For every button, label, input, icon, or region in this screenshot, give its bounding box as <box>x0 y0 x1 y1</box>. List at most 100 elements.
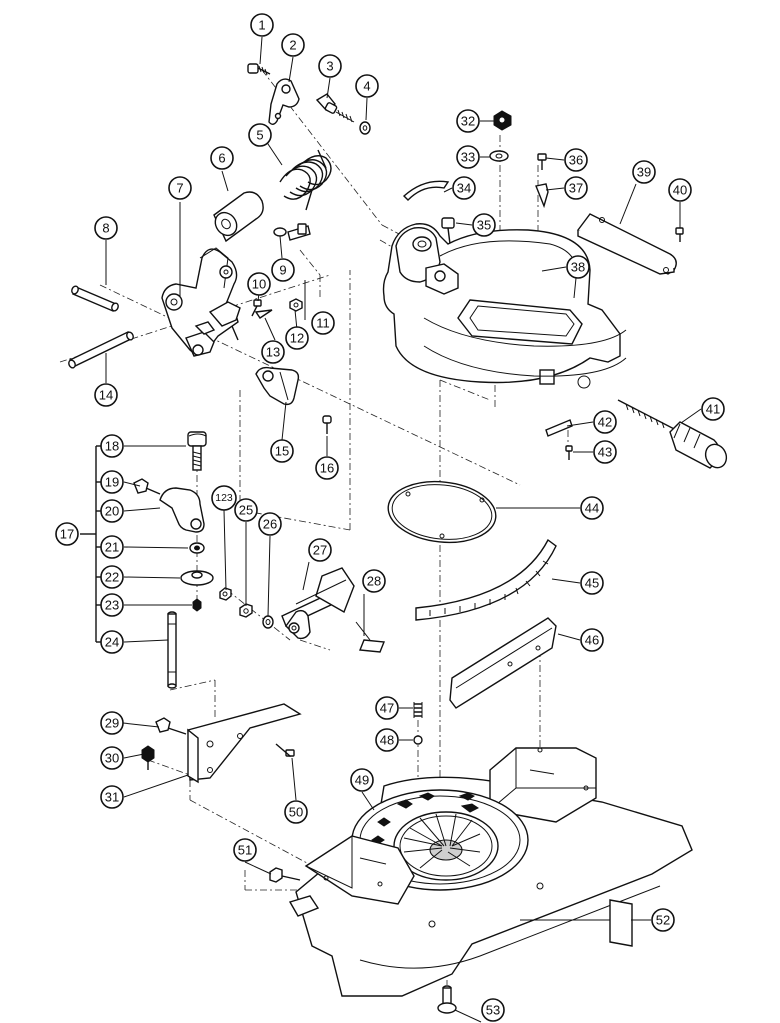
callout-48[interactable]: 48 <box>375 728 399 752</box>
callout-50[interactable]: 50 <box>284 800 308 824</box>
callout-29[interactable]: 29 <box>100 711 124 735</box>
callout-30[interactable]: 30 <box>100 746 124 770</box>
svg-text:17: 17 <box>60 527 74 542</box>
svg-text:26: 26 <box>263 517 277 532</box>
svg-text:38: 38 <box>571 260 585 275</box>
svg-text:15: 15 <box>275 444 289 459</box>
callout-44[interactable]: 44 <box>580 496 604 520</box>
svg-text:41: 41 <box>706 402 720 417</box>
callout-22[interactable]: 22 <box>100 565 124 589</box>
callout-42[interactable]: 42 <box>593 410 617 434</box>
spring-plate-34 <box>402 180 450 201</box>
svg-text:39: 39 <box>637 165 651 180</box>
callout-41[interactable]: 41 <box>701 397 725 421</box>
callout-17[interactable]: 17 <box>55 522 79 546</box>
washer-21 <box>189 542 205 554</box>
callout-52[interactable]: 52 <box>651 908 675 932</box>
callout-19[interactable]: 19 <box>100 470 124 494</box>
callout-37[interactable]: 37 <box>564 176 588 200</box>
callout-5[interactable]: 5 <box>248 123 272 147</box>
callout-28[interactable]: 28 <box>362 569 386 593</box>
callout-15[interactable]: 15 <box>270 439 294 463</box>
cover-plate-39 <box>577 213 677 275</box>
pointer-42 <box>545 419 573 437</box>
pin-3 <box>315 93 355 123</box>
bracket-arm-7 <box>161 247 241 357</box>
callout-9[interactable]: 9 <box>271 258 295 282</box>
torsion-spring-5 <box>279 149 332 211</box>
pin-9 <box>273 223 311 241</box>
svg-text:37: 37 <box>569 181 583 196</box>
svg-text:16: 16 <box>320 461 334 476</box>
svg-text:21: 21 <box>105 540 119 555</box>
svg-text:6: 6 <box>218 151 225 166</box>
callout-43[interactable]: 43 <box>593 440 617 464</box>
rod-8 <box>71 285 119 312</box>
callout-6[interactable]: 6 <box>210 146 234 170</box>
svg-text:32: 32 <box>461 114 475 129</box>
callout-34[interactable]: 34 <box>452 176 476 200</box>
callout-23[interactable]: 23 <box>100 593 124 617</box>
callout-51[interactable]: 51 <box>233 838 257 862</box>
disc-22 <box>180 570 214 586</box>
shaft-24 <box>167 611 177 689</box>
bolt-18 <box>187 431 207 471</box>
callout-25[interactable]: 25 <box>234 498 258 522</box>
washer-4 <box>359 121 371 135</box>
callout-46[interactable]: 46 <box>580 628 604 652</box>
callout-49[interactable]: 49 <box>350 768 374 792</box>
svg-text:31: 31 <box>105 790 119 805</box>
callout-35[interactable]: 35 <box>472 213 496 237</box>
callout-13[interactable]: 13 <box>261 340 285 364</box>
callout-53[interactable]: 53 <box>481 998 505 1022</box>
callout-123[interactable]: 123 <box>211 485 237 511</box>
callout-4[interactable]: 4 <box>355 74 379 98</box>
screw-50 <box>275 743 295 757</box>
callout-14[interactable]: 14 <box>94 383 118 407</box>
svg-text:53: 53 <box>486 1003 500 1018</box>
callout-47[interactable]: 47 <box>375 696 399 720</box>
callout-20[interactable]: 20 <box>100 499 124 523</box>
ring-plate-44 <box>387 480 497 544</box>
nut-12 <box>289 298 303 312</box>
svg-text:2: 2 <box>289 38 296 53</box>
callout-3[interactable]: 3 <box>318 54 342 78</box>
group-bracket-17 <box>80 445 102 643</box>
spring-clip-37 <box>535 183 549 209</box>
ball-48 <box>413 735 423 745</box>
callout-bubbles: 1 2 3 4 5 6 7 8 9 10 11 12 13 14 15 16 1… <box>55 13 725 1022</box>
callout-38[interactable]: 38 <box>566 255 590 279</box>
callout-2[interactable]: 2 <box>281 33 305 57</box>
callout-18[interactable]: 18 <box>100 434 124 458</box>
callout-8[interactable]: 8 <box>94 216 118 240</box>
svg-text:20: 20 <box>105 504 119 519</box>
callout-10[interactable]: 10 <box>247 272 271 296</box>
svg-text:34: 34 <box>457 181 471 196</box>
callout-1[interactable]: 1 <box>250 13 274 37</box>
callout-12[interactable]: 12 <box>285 326 309 350</box>
callout-32[interactable]: 32 <box>456 109 480 133</box>
callout-33[interactable]: 33 <box>456 145 480 169</box>
callout-39[interactable]: 39 <box>632 160 656 184</box>
callout-16[interactable]: 16 <box>315 456 339 480</box>
nut-32 <box>493 110 512 131</box>
callout-21[interactable]: 21 <box>100 535 124 559</box>
callout-45[interactable]: 45 <box>580 571 604 595</box>
svg-text:45: 45 <box>585 576 599 591</box>
callout-11[interactable]: 11 <box>311 311 335 335</box>
callout-31[interactable]: 31 <box>100 785 124 809</box>
svg-text:48: 48 <box>380 733 394 748</box>
callout-27[interactable]: 27 <box>308 538 332 562</box>
svg-text:29: 29 <box>105 716 119 731</box>
svg-text:24: 24 <box>105 635 119 650</box>
base-49 <box>288 747 693 997</box>
callout-24[interactable]: 24 <box>100 630 124 654</box>
callout-40[interactable]: 40 <box>668 178 692 202</box>
callout-7[interactable]: 7 <box>168 176 192 200</box>
callout-36[interactable]: 36 <box>564 148 588 172</box>
screw-16 <box>322 415 332 434</box>
sleeve-6 <box>213 191 264 243</box>
block-20 <box>159 487 205 533</box>
callout-26[interactable]: 26 <box>258 512 282 536</box>
